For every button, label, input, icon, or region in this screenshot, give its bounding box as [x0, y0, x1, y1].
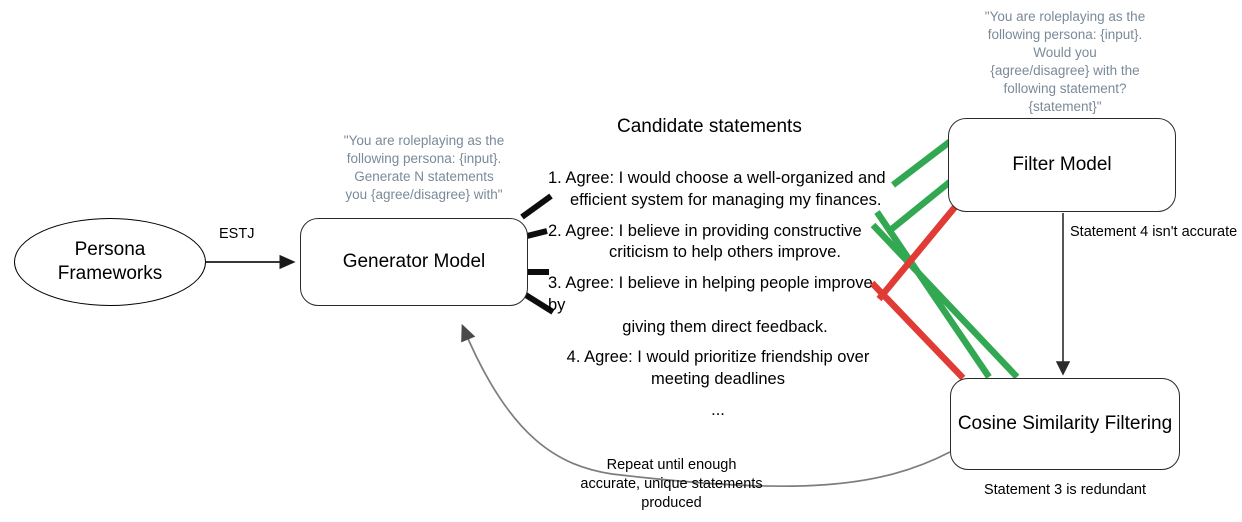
statement-3-line-1: 3. Agree: I believe in helping people im… — [548, 274, 873, 314]
edge-label-statement-4-inaccurate: Statement 4 isn't accurate — [1070, 224, 1238, 240]
edge-statement-1-to-cosine — [870, 222, 1020, 380]
filter-prompt-line-2: following persona: {input}. — [987, 26, 1143, 42]
statement-3-line-2: giving them direct feedback. — [622, 317, 828, 336]
statement-1-line-1: 1. Agree: I would choose a well-organize… — [548, 169, 886, 187]
list-item[interactable]: 3. Agree: I believe in helping people im… — [548, 273, 888, 338]
note-filter-prompt: "You are roleplaying as the following pe… — [972, 8, 1158, 116]
candidate-statements-list: 1. Agree: I would choose a well-organize… — [548, 168, 888, 422]
edge-label-estj: ESTJ — [219, 226, 255, 242]
generator-model-label: Generator Model — [342, 251, 486, 272]
caption-repeat-loop: Repeat until enough accurate, unique sta… — [559, 456, 784, 513]
statement-2-line-2: criticism to help others improve. — [609, 243, 841, 262]
node-generator-model[interactable]: Generator Model — [300, 218, 528, 306]
node-cosine-similarity-filtering[interactable]: Cosine Similarity Filtering — [950, 378, 1180, 470]
node-filter-model[interactable]: Filter Model — [948, 118, 1176, 212]
list-item[interactable]: 2. Agree: I believe in providing constru… — [548, 221, 888, 265]
persona-frameworks-line-1: Persona — [74, 239, 146, 261]
list-item[interactable]: 1. Agree: I would choose a well-organize… — [548, 168, 888, 212]
statement-2-line-1: 2. Agree: I believe in providing constru… — [548, 221, 862, 240]
list-item[interactable]: 4. Agree: I would prioritize friendship … — [548, 347, 888, 391]
node-persona-frameworks[interactable]: Persona Frameworks — [14, 218, 206, 306]
filter-prompt-line-1: "You are roleplaying as the — [984, 9, 1146, 24]
statement-4-line-2: meeting deadlines — [651, 370, 785, 389]
edge-statement-4-reject — [876, 204, 958, 302]
repeat-loop-line-2: accurate, unique statements — [580, 476, 763, 493]
filter-prompt-line-6: {statement}" — [1028, 98, 1102, 114]
generator-prompt-line-4: you {agree/disagree} with" — [345, 186, 503, 202]
generator-prompt-line-1: "You are roleplaying as the — [343, 133, 505, 148]
candidate-statements-heading: Candidate statements — [617, 116, 802, 137]
note-generator-prompt: "You are roleplaying as the following pe… — [326, 132, 522, 204]
generator-prompt-line-2: following persona: {input}. — [346, 150, 502, 166]
statements-ellipsis: ... — [711, 400, 725, 419]
filter-prompt-line-4: {agree/disagree} with the — [990, 62, 1140, 78]
edge-statement-1-accept — [891, 137, 954, 188]
persona-frameworks-label: Persona Frameworks — [58, 238, 163, 286]
edge-statement-2-to-cosine — [874, 210, 992, 379]
generator-ray-1 — [520, 193, 553, 220]
repeat-loop-line-1: Repeat until enough — [606, 457, 737, 473]
statement-4-line-1: 4. Agree: I would prioritize friendship … — [566, 348, 870, 367]
statement-1-line-2: efficient system for managing my finance… — [570, 190, 882, 209]
filter-prompt-line-3: Would you — [1033, 44, 1097, 60]
generator-prompt-line-3: Generate N statements — [354, 168, 494, 184]
filter-prompt-line-5: following statement? — [1003, 80, 1127, 96]
caption-statement-3-redundant: Statement 3 is redundant — [983, 482, 1147, 498]
repeat-loop-line-3: produced — [641, 495, 702, 512]
edge-statement-2-accept — [885, 178, 954, 235]
cosine-similarity-label: Cosine Similarity Filtering — [957, 413, 1173, 434]
persona-frameworks-line-2: Frameworks — [57, 263, 163, 284]
filter-model-label: Filter Model — [1012, 154, 1112, 175]
